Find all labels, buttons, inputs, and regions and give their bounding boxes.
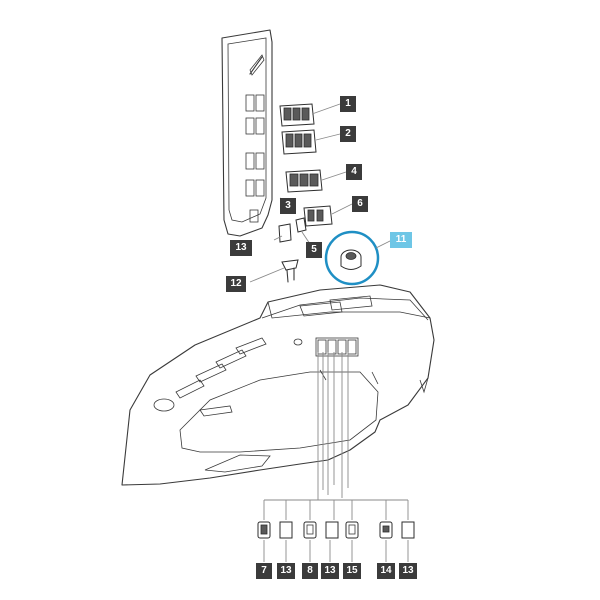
callout-13-bottom-a: 13 <box>277 563 295 579</box>
bottom-part-13c <box>401 521 415 539</box>
callout-11-highlight: 11 <box>390 232 412 248</box>
bottom-part-7 <box>257 521 271 539</box>
callout-3: 3 <box>280 198 296 214</box>
clip-13-top <box>278 223 292 243</box>
bottom-part-15 <box>345 521 359 539</box>
plug-12 <box>281 259 299 283</box>
callout-8: 8 <box>302 563 318 579</box>
dashboard-console <box>121 284 435 486</box>
bottom-part-13b <box>325 521 339 539</box>
callout-7: 7 <box>256 563 272 579</box>
switch-block-2 <box>281 129 317 155</box>
clip-5 <box>295 217 307 233</box>
callout-13-bottom-b: 13 <box>321 563 339 579</box>
callout-15: 15 <box>343 563 361 579</box>
bottom-part-13a <box>279 521 293 539</box>
leader-lines <box>249 103 409 562</box>
callout-12: 12 <box>226 276 246 292</box>
switch-block-6 <box>303 205 333 227</box>
callout-5: 5 <box>306 242 322 258</box>
callout-4: 4 <box>346 164 362 180</box>
switch-block-4 <box>285 169 323 193</box>
callout-1: 1 <box>340 96 356 112</box>
callout-14: 14 <box>377 563 395 579</box>
bottom-part-8 <box>303 521 317 539</box>
callout-13-top: 13 <box>230 240 252 256</box>
callout-13-bottom-c: 13 <box>399 563 417 579</box>
switch-panel-pillar <box>221 29 273 237</box>
socket-11 <box>324 230 380 286</box>
switch-block-1 <box>279 103 315 127</box>
bottom-part-14 <box>379 521 393 539</box>
callout-6: 6 <box>352 196 368 212</box>
callout-2: 2 <box>340 126 356 142</box>
